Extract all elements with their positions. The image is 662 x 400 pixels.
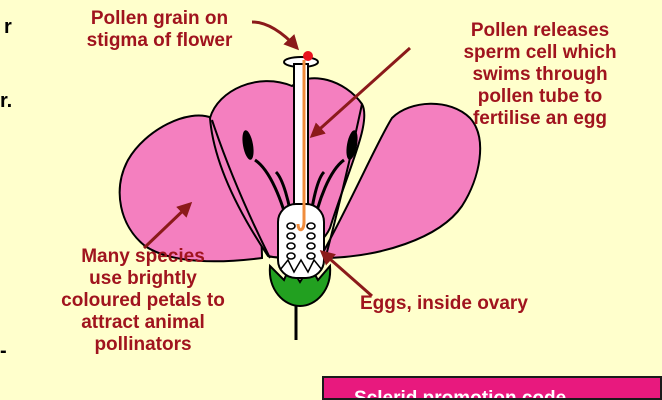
edge-fragment-top: r	[4, 16, 12, 39]
edge-fragment-bottom: -	[0, 340, 7, 363]
ovary	[278, 204, 324, 278]
edge-fragment-middle: r.	[0, 90, 12, 113]
pollen-grain-icon	[303, 51, 313, 61]
sperm-cell-label: Pollen releases sperm cell which swims t…	[420, 20, 660, 130]
promo-banner-text: Sclerid promotion code	[354, 388, 566, 400]
pollen-grain-label: Pollen grain on stigma of flower	[52, 8, 267, 52]
promo-banner: Sclerid promotion code	[322, 376, 662, 400]
petals-label: Many species use brightly coloured petal…	[8, 246, 278, 356]
style	[294, 64, 308, 214]
eggs-label: Eggs, inside ovary	[360, 293, 528, 315]
